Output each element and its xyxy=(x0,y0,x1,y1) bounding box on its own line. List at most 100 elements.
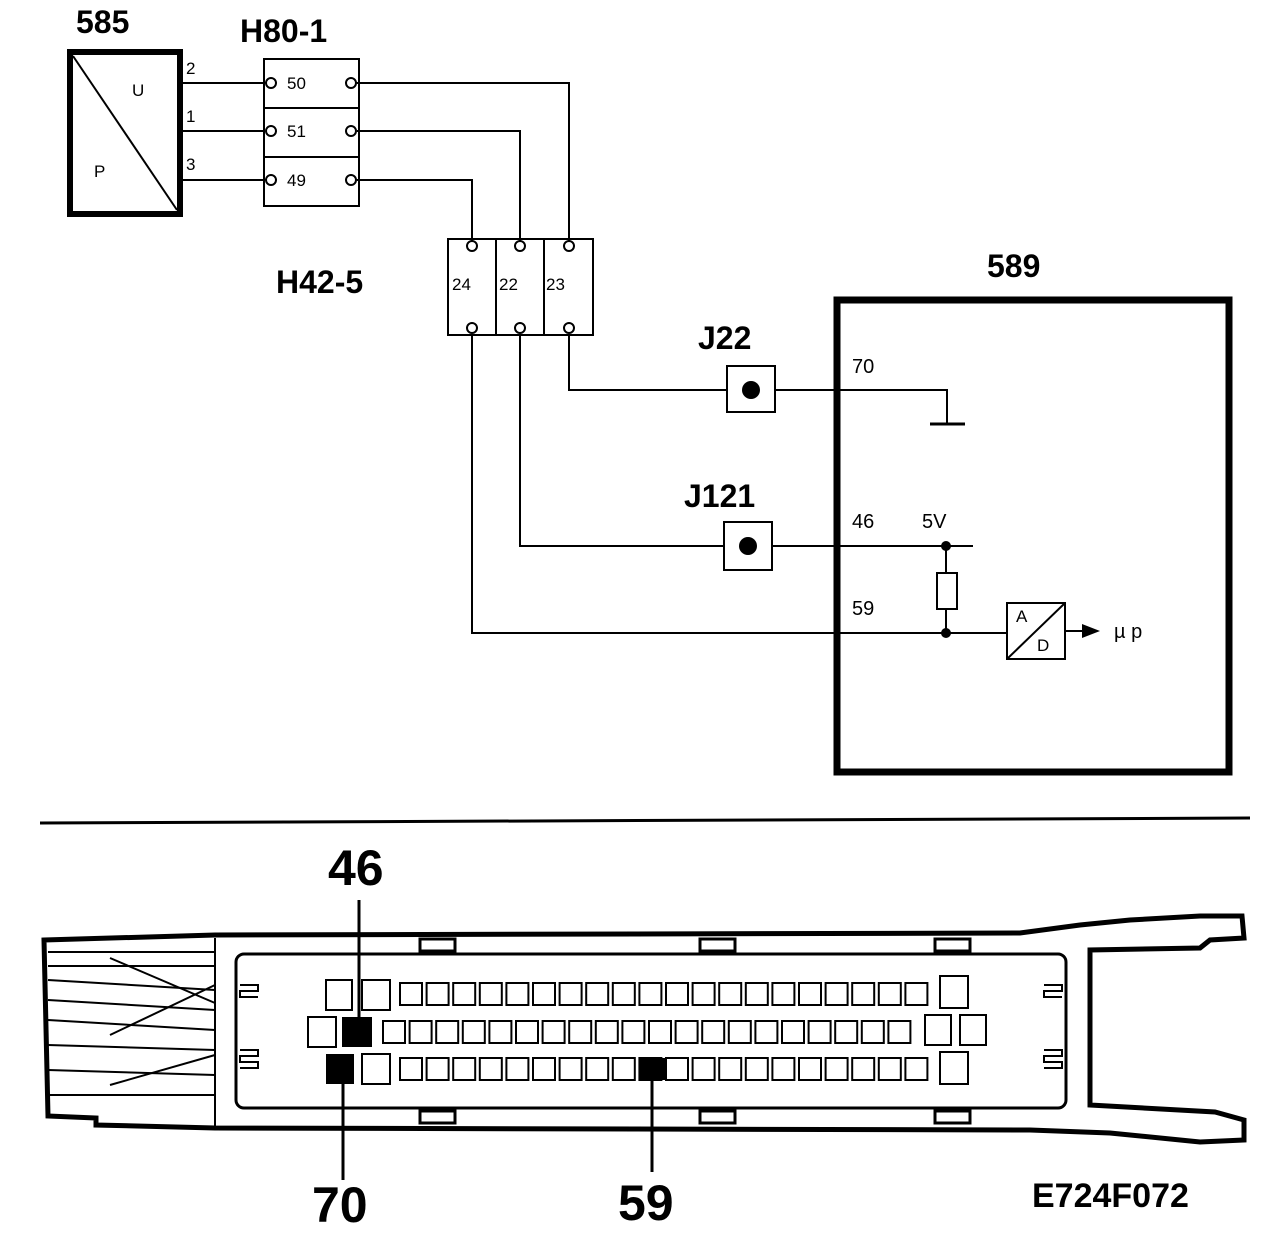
pin-cavity xyxy=(781,1020,805,1044)
ad-label-a: A xyxy=(1016,607,1028,626)
pin-cavity xyxy=(382,1020,406,1044)
pin-cavity xyxy=(488,1020,513,1044)
ecu-id: 589 xyxy=(987,248,1040,284)
callout-70: 70 xyxy=(312,1177,368,1233)
pin-cavity xyxy=(771,1057,796,1081)
junction-j121: J121 xyxy=(684,478,773,571)
pin-cavity xyxy=(877,1057,902,1081)
pin-cavity xyxy=(638,982,663,1006)
pin-cavity xyxy=(611,1057,636,1081)
pin-cavity xyxy=(585,1057,610,1081)
ecu-589: 589 70 46 59 5V A D µ p xyxy=(772,248,1233,776)
h42-pin-23: 23 xyxy=(546,275,565,294)
pin-cavity xyxy=(558,1057,583,1081)
pin-cavity xyxy=(594,1020,619,1044)
pin-cavity xyxy=(727,1020,752,1044)
pin-cavity xyxy=(461,1020,486,1044)
ecu-pin-59: 59 xyxy=(852,598,874,620)
pin-cavity xyxy=(435,1020,460,1044)
pin-cavity xyxy=(771,982,796,1006)
pin-cavity xyxy=(665,1057,689,1081)
pin-cavity xyxy=(425,1057,450,1081)
connector-h42-id: H42-5 xyxy=(276,264,363,300)
pin-cavity xyxy=(532,1057,556,1081)
pin-cavity xyxy=(505,982,530,1006)
sensor-pin-1: 1 xyxy=(186,107,195,126)
connector-h80-id: H80-1 xyxy=(240,13,327,49)
pin-cavity xyxy=(408,1020,433,1044)
pin-cavity xyxy=(541,1020,566,1044)
pin-cavity xyxy=(887,1020,912,1044)
pin-cavity xyxy=(904,982,929,1006)
figure-code: E724F072 xyxy=(1032,1177,1189,1215)
connector-pin-rows xyxy=(382,982,929,1081)
pin-cavity xyxy=(877,982,902,1006)
pin-cavity xyxy=(568,1020,593,1044)
pin-cavity xyxy=(691,1057,716,1081)
wires-sensor-h80 xyxy=(180,82,265,181)
junction-j22-id: J22 xyxy=(698,320,751,356)
pin-cavity xyxy=(691,982,716,1006)
sensor-label-p: P xyxy=(94,162,105,181)
pin-cavity xyxy=(452,1057,477,1081)
pin-59-highlight xyxy=(640,1058,666,1080)
microprocessor-label: µ p xyxy=(1114,621,1142,643)
pin-cavity xyxy=(558,982,583,1006)
sensor-id: 585 xyxy=(76,4,129,40)
pin-cavity xyxy=(532,982,556,1006)
pin-cavity xyxy=(425,982,450,1006)
pin-cavity xyxy=(399,1057,423,1081)
pin-cavity xyxy=(585,982,610,1006)
h80-pin-49: 49 xyxy=(287,171,306,190)
pin-cavity xyxy=(665,982,689,1006)
callout-46: 46 xyxy=(328,840,384,896)
pin-cavity xyxy=(904,1057,929,1081)
pin-cavity xyxy=(515,1020,539,1044)
h80-pin-51: 51 xyxy=(287,122,306,141)
pin-cavity xyxy=(807,1020,832,1044)
pin-cavity xyxy=(648,1020,672,1044)
sensor-585: 585 U P 2 1 3 xyxy=(67,4,195,217)
pin-46-highlight xyxy=(342,1017,372,1047)
section-divider xyxy=(39,816,1251,825)
h42-pin-22: 22 xyxy=(499,275,518,294)
pin-70-highlight xyxy=(326,1054,354,1084)
pin-cavity xyxy=(452,982,477,1006)
pin-cavity xyxy=(718,1057,743,1081)
ecu-connector-view: 46 70 59 xyxy=(41,840,1247,1233)
pin-cavity xyxy=(798,1057,822,1081)
pin-cavity xyxy=(834,1020,859,1044)
wires-h42-ecu xyxy=(471,334,946,634)
junction-j121-id: J121 xyxy=(684,478,755,514)
pin-cavity xyxy=(824,1057,849,1081)
pin-cavity xyxy=(798,982,822,1006)
ad-label-d: D xyxy=(1037,636,1049,655)
h80-pin-50: 50 xyxy=(287,74,306,93)
pin-cavity xyxy=(824,982,849,1006)
sensor-pin-2: 2 xyxy=(186,59,195,78)
sensor-pin-3: 3 xyxy=(186,155,195,174)
ecu-pin-46: 46 xyxy=(852,511,874,533)
connector-h42-5: H42-5 24 22 23 xyxy=(276,238,594,336)
pin-cavity xyxy=(744,982,769,1006)
pin-cavity xyxy=(701,1020,726,1044)
pin-cavity xyxy=(505,1057,530,1081)
pin-cavity xyxy=(478,982,503,1006)
ecu-pin-70: 70 xyxy=(852,356,874,378)
connector-h80-1: H80-1 50 51 49 xyxy=(240,13,360,207)
wires-h80-h42 xyxy=(357,82,570,241)
pin-cavity xyxy=(851,1057,876,1081)
pin-cavity xyxy=(851,982,876,1006)
junction-j22: J22 xyxy=(698,320,776,413)
pin-cavity xyxy=(754,1020,779,1044)
sensor-label-u: U xyxy=(132,81,144,100)
pin-cavity xyxy=(674,1020,699,1044)
pin-cavity xyxy=(718,982,743,1006)
callout-59: 59 xyxy=(618,1175,674,1231)
ecu-supply-label: 5V xyxy=(922,511,947,533)
pin-cavity xyxy=(478,1057,503,1081)
pin-cavity xyxy=(860,1020,885,1044)
pin-cavity xyxy=(399,982,423,1006)
h42-pin-24: 24 xyxy=(452,275,471,294)
